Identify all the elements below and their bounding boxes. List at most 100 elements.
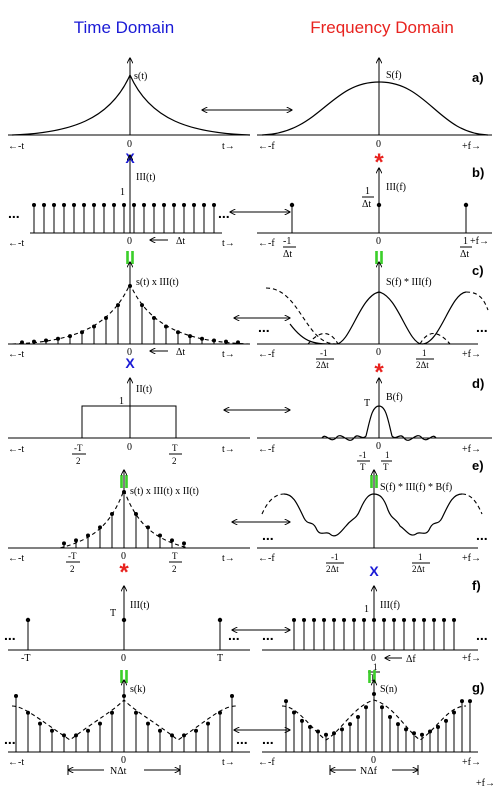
equals-operator: II	[119, 667, 129, 687]
comb-g-time-sample-dot	[170, 733, 174, 738]
axis-pos-f: +f→	[462, 444, 481, 455]
comb-b-sample-dot	[112, 203, 116, 207]
comb-f-sample-dot	[382, 618, 386, 622]
zero-tick: 0	[376, 139, 381, 150]
comb-f-sample-dot	[352, 618, 356, 622]
comb-g-freq-sample-dot	[396, 722, 400, 727]
comb-f-sample-dot	[432, 618, 436, 622]
axis-neg-t: ←-t	[8, 757, 24, 768]
axis-neg-f: ←-f	[258, 349, 275, 360]
axis-pos-t: t→	[222, 757, 235, 768]
comb-g-freq-sample-dot	[404, 727, 408, 732]
panel-e-freq: S(f) * III(f) * B(f) ←-f +f→ -1 2Δt 1 2Δ…	[257, 470, 488, 574]
axis-pos-t: t→	[222, 238, 235, 249]
comb-g-freq-sample-dot	[300, 718, 304, 723]
T-tick: T	[110, 608, 116, 619]
delta-t-label: Δt	[176, 347, 185, 358]
comb-b-sample-dot	[182, 203, 186, 207]
comb-g-freq-sample-dot	[292, 710, 296, 715]
comb-b-sample-dot	[32, 203, 36, 207]
half-dt-den: 2Δt	[416, 360, 429, 370]
panel-label-e: e)	[472, 458, 484, 473]
comb-g-freq-sample-dot	[356, 714, 360, 719]
axis-neg-f: ←-f	[258, 553, 275, 564]
T-tick: T	[217, 653, 223, 664]
comb-b-sample-dot	[42, 203, 46, 207]
axis-pos-f: +f→	[462, 553, 481, 564]
zero-tick: 0	[376, 441, 381, 452]
comb-f-sample-dot	[362, 618, 366, 622]
comb-g-time-sample-dot	[134, 710, 138, 715]
delta-t-label: Δt	[176, 236, 185, 247]
panel-g-freq: S(n) 0 ←-f +f→ NΔf ... +f→	[258, 680, 495, 789]
comb-e-sample-dot	[134, 512, 138, 517]
label-S-f-conv-III: S(f) * III(f)	[386, 277, 432, 288]
axis-neg-f: ←-f	[258, 444, 275, 455]
comb-e-sample-dot	[74, 538, 78, 543]
comb-g-time-sample-dot	[86, 728, 90, 733]
comb-c-sample-dot	[164, 324, 168, 329]
neg-half-dt-num: -1	[331, 552, 339, 562]
half-dt-num: 1	[418, 552, 423, 562]
zero-tick: 0	[121, 755, 126, 766]
comb-c-sample-dot	[212, 338, 216, 343]
one-tick: 1	[120, 187, 125, 198]
comb-g-time-sample-dot	[110, 710, 114, 715]
ellipsis: ...	[476, 319, 488, 335]
comb-b-sample-dot	[152, 203, 156, 207]
T-half-num: T	[172, 443, 178, 453]
one-over-T-den: T	[383, 462, 389, 472]
axis-pos-f: +f→	[476, 778, 495, 789]
panel-label-a: a)	[472, 70, 484, 85]
label-II-t: II(t)	[136, 384, 152, 395]
label-III-t: III(t)	[136, 172, 155, 183]
axis-pos-t: t→	[222, 553, 235, 564]
equals-operator: II	[374, 248, 384, 268]
comb-g-time-sample-dot	[62, 733, 66, 738]
zero-tick: 0	[371, 653, 376, 664]
ellipsis: ...	[228, 627, 240, 643]
comb-g-freq-sample-dot	[436, 724, 440, 729]
comb-b-sample-dot	[172, 203, 176, 207]
comb-f-sample-dot	[422, 618, 426, 622]
axis-pos-f: +f→	[462, 653, 481, 664]
comb-g-time-sample-dot	[194, 728, 198, 733]
comb-c-sample-dot	[20, 340, 24, 345]
convolve-operator: *	[119, 559, 129, 586]
comb-g-time-sample-dot	[182, 733, 186, 738]
neg-half-dt-num: -1	[320, 348, 328, 358]
comb-f-sample-dot	[392, 618, 396, 622]
comb-g-freq-sample-dot	[308, 724, 312, 729]
comb-b-sample-dot	[132, 203, 136, 207]
comb-c-sample-dot	[92, 324, 96, 329]
neg-T-half-den: 2	[70, 564, 75, 574]
comb-b-sample-dot	[212, 203, 216, 207]
one-over-dt-num: 1	[365, 186, 370, 197]
ellipsis: ...	[8, 205, 20, 221]
axis-neg-f: ←-f	[258, 757, 275, 768]
comb-g-freq-sample-dot	[332, 731, 336, 736]
ellipsis: ...	[236, 731, 248, 747]
panel-label-f: f)	[472, 578, 481, 593]
comb-c-sample-dot	[140, 303, 144, 308]
comb-f-sample-dot	[442, 618, 446, 622]
comb-b-sample-dot	[202, 203, 206, 207]
comb-b-sample-dot	[102, 203, 106, 207]
convolve-operator: *	[374, 149, 384, 176]
one-over-T-num: 1	[385, 450, 390, 460]
label-s-k: s(k)	[130, 684, 146, 695]
comb-c-sample-dot	[104, 315, 108, 320]
comb-e-sample-dot	[158, 533, 162, 538]
comb-c-sample-dot	[44, 338, 48, 343]
axis-neg-t: ←-t	[8, 238, 24, 249]
zero-tick: 0	[376, 347, 381, 358]
one-over-dt-den: Δt	[362, 199, 371, 210]
label-III-t-f: III(t)	[130, 600, 149, 611]
frequency-domain-header: Frequency Domain	[310, 18, 454, 37]
comb-f-sample-dot	[312, 618, 316, 622]
axis-pos-f: +f→	[462, 757, 481, 768]
zero-tick: 0	[127, 347, 132, 358]
label-III-f-f: III(f)	[380, 600, 400, 611]
panel-d-time: II(t) 1 0 ←-t t→ -T 2 T 2	[8, 378, 250, 466]
